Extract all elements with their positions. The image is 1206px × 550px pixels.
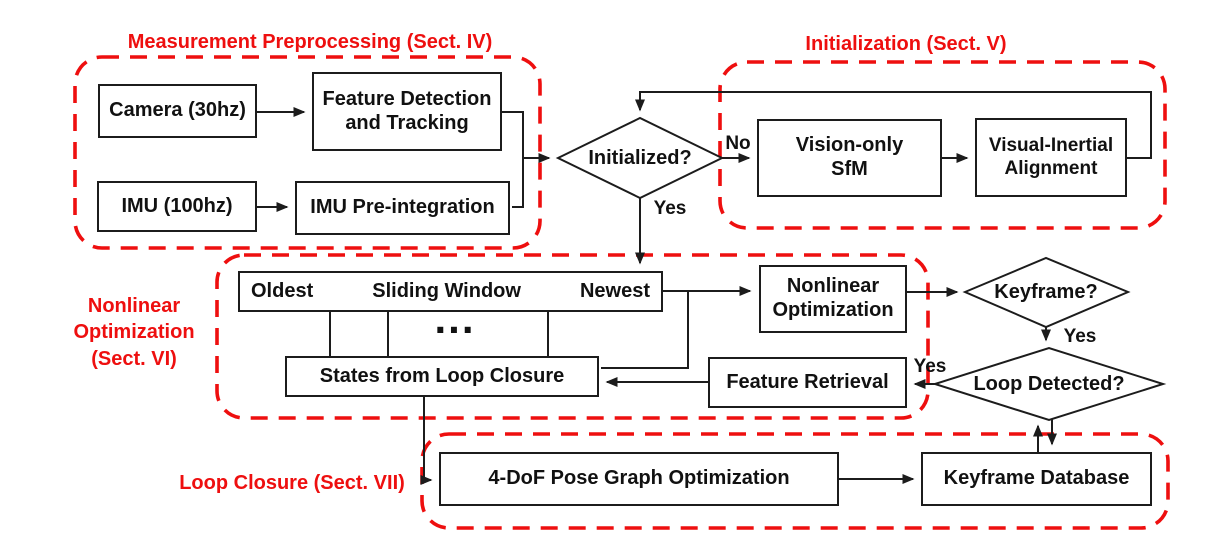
- states-from-loop-closure-node: States from Loop Closure: [285, 356, 599, 397]
- edge-states-to-pose-graph: [420, 397, 433, 485]
- preprocessing-section-border: [73, 55, 542, 250]
- imu-preintegration-node: IMU Pre-integration: [295, 181, 510, 235]
- initialization-section-border: [718, 60, 1167, 230]
- sliding-window-title: Sliding Window: [372, 280, 521, 302]
- keyframe-database-node: Keyframe Database: [921, 452, 1152, 506]
- yes-loop-edge-label: Yes: [913, 356, 947, 377]
- nonlinear-section-label: Nonlinear Optimization (Sect. VI): [73, 295, 195, 370]
- no-edge-label: No: [725, 133, 751, 154]
- loop-detected-diamond-label: Loop Detected?: [973, 373, 1125, 395]
- nonlinear-optimization-node: Nonlinear Optimization: [759, 265, 907, 333]
- loop-closure-section-label: Loop Closure (Sect. VII): [179, 472, 405, 494]
- sliding-window-oldest-label: Oldest: [251, 280, 314, 302]
- feature-retrieval-node: Feature Retrieval: [708, 357, 907, 408]
- imu-node: IMU (100hz): [97, 181, 257, 232]
- visual-inertial-alignment-node: Visual-Inertial Alignment: [975, 118, 1127, 197]
- sliding-window-ellipsis: ...: [434, 295, 476, 342]
- initialized-diamond: [555, 116, 725, 200]
- edge-alignment-feedback-to-initialized: [635, 91, 1152, 159]
- sliding-window-newest-label: Newest: [579, 280, 650, 302]
- vision-only-sfm-node: Vision-only SfM: [757, 119, 942, 197]
- preprocessing-section-label: Measurement Preprocessing (Sect. IV): [127, 31, 493, 53]
- yes-initialized-edge-label: Yes: [653, 198, 687, 219]
- edge-newest-branch-to-states: [601, 291, 689, 369]
- loop-detected-diamond: [931, 346, 1167, 422]
- initialization-section-label: Initialization (Sect. V): [805, 33, 1007, 55]
- keyframe-diamond: [962, 256, 1131, 329]
- nonlinear-section-border: [215, 253, 930, 420]
- pose-graph-node: 4-DoF Pose Graph Optimization: [439, 452, 839, 506]
- yes-keyframe-edge-label: Yes: [1063, 326, 1097, 347]
- keyframe-diamond-label: Keyframe?: [994, 281, 1098, 303]
- initialized-diamond-label: Initialized?: [588, 147, 692, 169]
- camera-node: Camera (30hz): [98, 84, 257, 138]
- feature-detection-node: Feature Detection and Tracking: [312, 72, 502, 151]
- edge-preprocessing-junction: [502, 111, 524, 208]
- sliding-window-node: Oldest Sliding Window Newest: [238, 271, 663, 312]
